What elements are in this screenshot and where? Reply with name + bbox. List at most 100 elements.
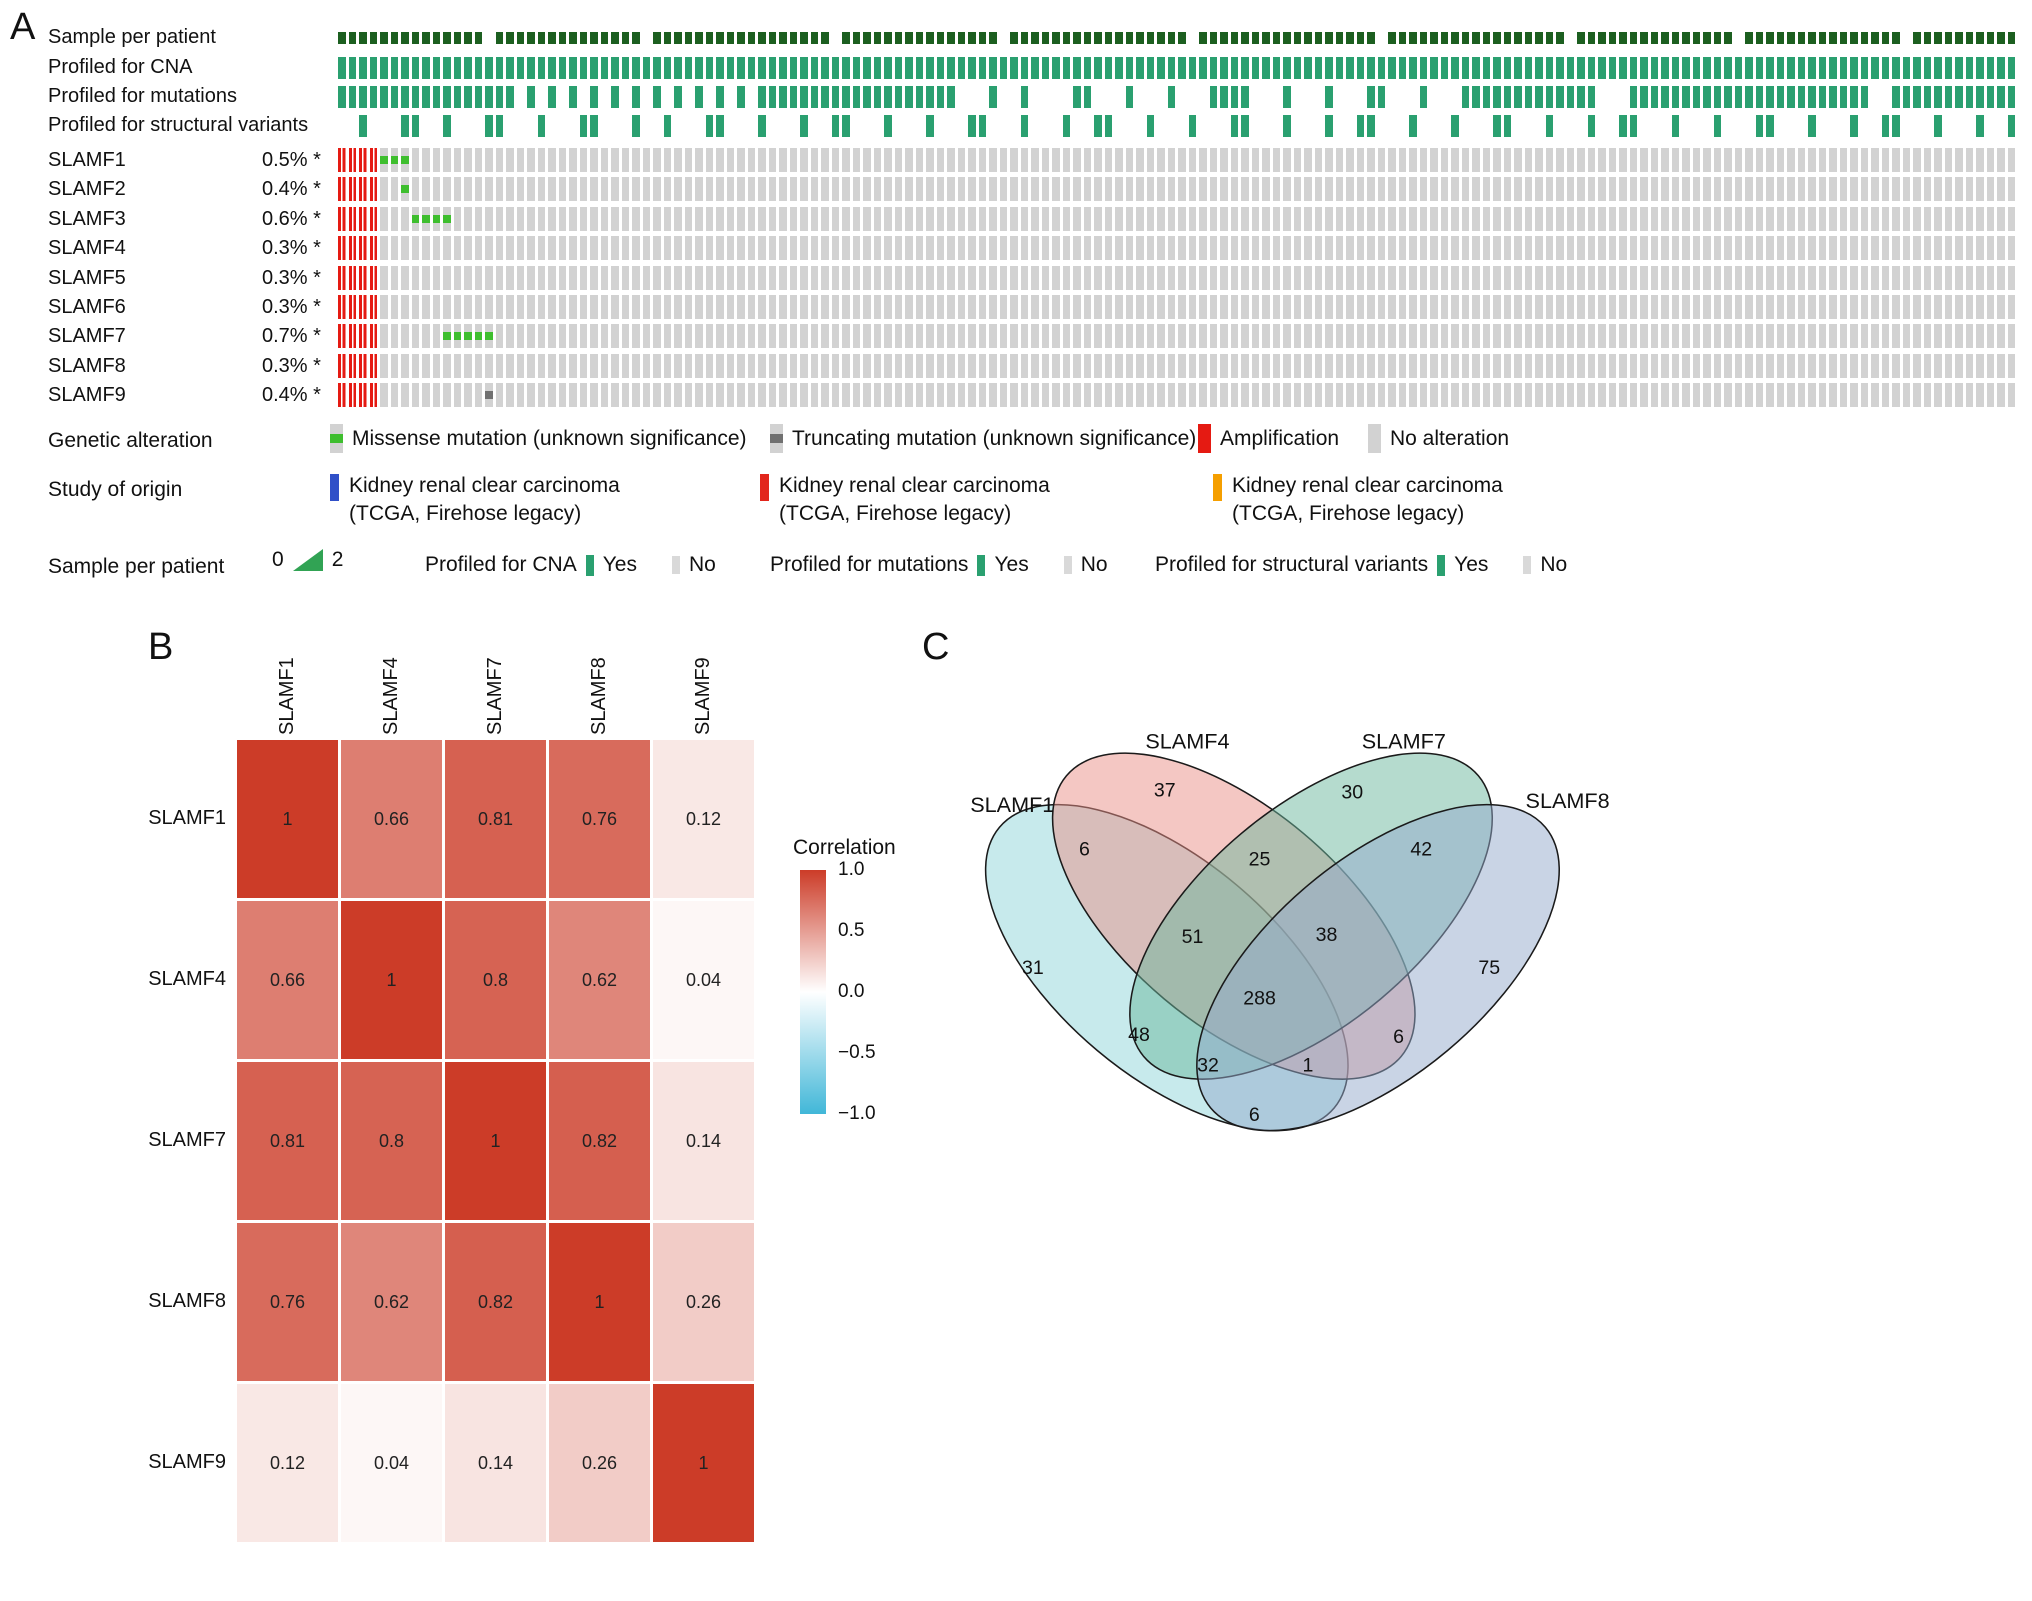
no-alteration-mark bbox=[705, 177, 713, 202]
profiled-gap bbox=[674, 115, 682, 137]
no-alteration-mark bbox=[1986, 206, 1994, 231]
profiled-mark bbox=[1535, 86, 1543, 108]
no-alteration-mark bbox=[1041, 206, 1049, 231]
profiled-mark bbox=[1608, 32, 1616, 44]
no-alteration-mark bbox=[1587, 353, 1595, 378]
profiled-gap bbox=[475, 115, 483, 137]
no-alteration-mark bbox=[1388, 148, 1396, 172]
profiled-mark bbox=[737, 32, 745, 44]
missense-band bbox=[432, 214, 440, 223]
no-alteration-mark bbox=[810, 265, 818, 290]
no-alteration-mark bbox=[1241, 206, 1249, 231]
amplification-mark bbox=[348, 236, 356, 261]
profiled-gap bbox=[422, 115, 430, 137]
profiled-mark bbox=[705, 32, 713, 44]
no-alteration-mark bbox=[1451, 383, 1459, 408]
no-alteration-mark bbox=[884, 353, 892, 378]
profiled-gap bbox=[1598, 115, 1606, 137]
no-alteration-mark bbox=[1944, 148, 1952, 172]
profiled-mark bbox=[1839, 86, 1847, 108]
no-alteration-mark bbox=[1556, 295, 1564, 319]
no-alteration-mark bbox=[737, 148, 745, 172]
no-alteration-mark bbox=[558, 265, 566, 290]
no-alteration-mark bbox=[1839, 353, 1847, 378]
no-label: No bbox=[688, 553, 716, 576]
no-alteration-mark bbox=[1283, 383, 1291, 408]
study-tick-orange-icon bbox=[1213, 474, 1222, 501]
gene-track-slamf3 bbox=[338, 206, 2015, 231]
no-alteration-mark bbox=[1220, 324, 1228, 349]
no-alteration-mark bbox=[999, 148, 1007, 172]
gene-label: SLAMF5 bbox=[48, 266, 126, 289]
no-alteration-mark bbox=[1724, 265, 1732, 290]
profiled-mark bbox=[1808, 57, 1816, 79]
no-alteration-mark bbox=[464, 295, 472, 319]
no-alteration-mark bbox=[1535, 383, 1543, 408]
no-alteration-mark bbox=[600, 206, 608, 231]
no-alteration-mark bbox=[1829, 177, 1837, 202]
missense-band bbox=[453, 332, 461, 341]
profiled-gap bbox=[1409, 86, 1417, 108]
no-alteration-mark bbox=[380, 177, 388, 202]
no-alteration-mark bbox=[947, 236, 955, 261]
no-alteration-mark bbox=[1577, 177, 1585, 202]
no-alteration-mark bbox=[548, 236, 556, 261]
no-alteration-mark bbox=[1146, 383, 1154, 408]
no-alteration-mark bbox=[1808, 324, 1816, 349]
profiled-mark bbox=[443, 86, 451, 108]
no-alteration-mark bbox=[905, 148, 913, 172]
profiled-mark bbox=[1503, 32, 1511, 44]
no-alteration-mark bbox=[1745, 148, 1753, 172]
no-alteration-mark bbox=[1965, 177, 1973, 202]
no-alteration-mark bbox=[1188, 295, 1196, 319]
no-alteration-mark bbox=[926, 383, 934, 408]
profiled-gap bbox=[1787, 115, 1795, 137]
profiled-gap bbox=[1567, 115, 1575, 137]
no-alteration-mark bbox=[1629, 177, 1637, 202]
missense-mark bbox=[411, 206, 419, 231]
profiled-mark bbox=[1724, 57, 1732, 79]
no-alteration-mark bbox=[779, 353, 787, 378]
profiled-gap bbox=[1262, 86, 1270, 108]
no-alteration-mark bbox=[1818, 206, 1826, 231]
no-alteration-mark bbox=[1146, 148, 1154, 172]
profiled-mark bbox=[579, 115, 587, 137]
no-alteration-mark bbox=[1209, 236, 1217, 261]
profiled-mark bbox=[705, 115, 713, 137]
no-alteration-mark bbox=[1934, 353, 1942, 378]
profiled-mark bbox=[989, 32, 997, 44]
no-alteration-mark bbox=[1146, 206, 1154, 231]
no-alteration-glyph-icon bbox=[1368, 424, 1381, 453]
no-alteration-mark bbox=[1241, 148, 1249, 172]
no-alteration-mark bbox=[621, 324, 629, 349]
no-alteration-mark bbox=[411, 324, 419, 349]
no-alteration-mark bbox=[821, 295, 829, 319]
no-alteration-mark bbox=[1104, 206, 1112, 231]
no-alteration-mark bbox=[968, 353, 976, 378]
no-alteration-mark bbox=[1734, 324, 1742, 349]
heatmap-col-label: SLAMF8 bbox=[587, 657, 610, 735]
no-alteration-mark bbox=[1976, 177, 1984, 202]
no-alteration-mark bbox=[1682, 383, 1690, 408]
no-alteration-mark bbox=[1829, 265, 1837, 290]
profiled-mark bbox=[1451, 115, 1459, 137]
no-alteration-mark bbox=[632, 265, 640, 290]
profiled-mark bbox=[1283, 32, 1291, 44]
profiled-mark bbox=[1367, 86, 1375, 108]
no-alteration-mark bbox=[1787, 236, 1795, 261]
no-alteration-mark bbox=[558, 324, 566, 349]
no-alteration-mark bbox=[1776, 148, 1784, 172]
profiled-mark bbox=[800, 115, 808, 137]
no-alteration-mark bbox=[548, 295, 556, 319]
profiled-gap bbox=[1199, 86, 1207, 108]
no-alteration-mark bbox=[1419, 324, 1427, 349]
no-alteration-mark bbox=[401, 353, 409, 378]
profiled-mark bbox=[1671, 32, 1679, 44]
profiled-gap bbox=[1577, 115, 1585, 137]
no-alteration-mark bbox=[1461, 383, 1469, 408]
no-alteration-mark bbox=[1503, 324, 1511, 349]
no-alteration-mark bbox=[1797, 353, 1805, 378]
profiled-mark bbox=[1850, 32, 1858, 44]
profiled-mark bbox=[611, 57, 619, 79]
profiled-mark bbox=[1304, 57, 1312, 79]
